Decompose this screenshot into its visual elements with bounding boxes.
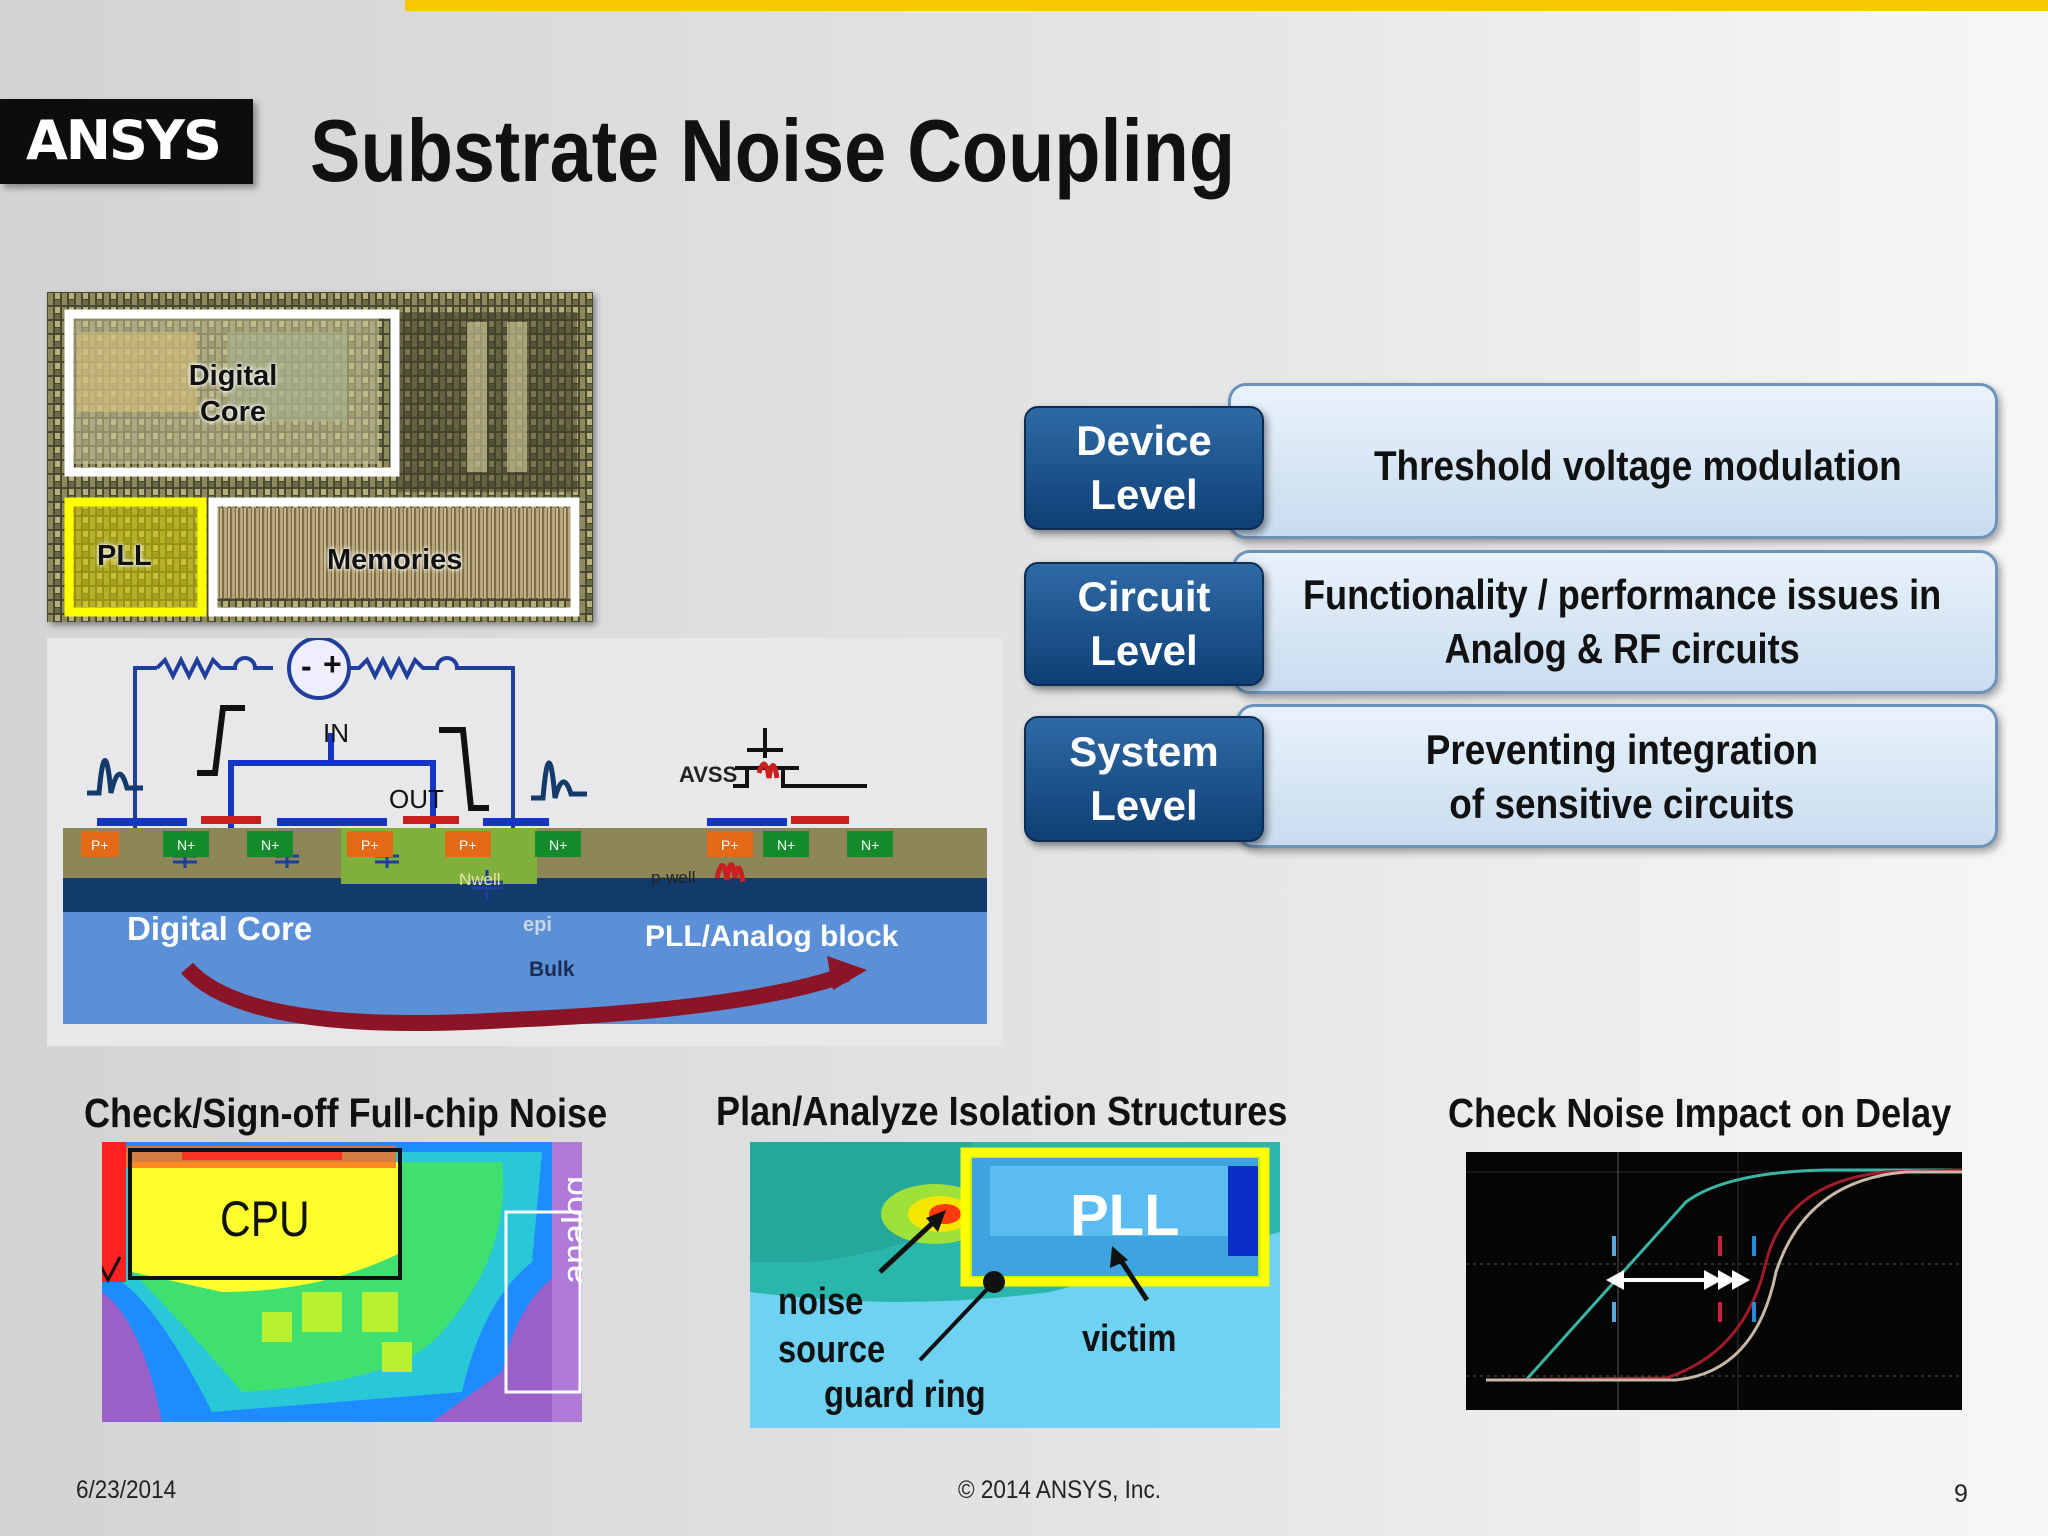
die-label-digital-core: Digital Core	[163, 358, 303, 430]
die-photo: Digital Core PLL Memories	[47, 292, 593, 622]
die-label-memories: Memories	[327, 544, 463, 576]
source-minus: -	[301, 648, 312, 684]
cross-section-graphic	[63, 636, 987, 1032]
diff-label-9: N+	[861, 837, 880, 853]
noise-source-label: noise source	[778, 1278, 885, 1374]
epi-label: epi	[523, 914, 552, 936]
die-label-digital: Digital	[188, 360, 278, 392]
guard-ring-label: guard ring	[824, 1374, 986, 1416]
diff-label-8: N+	[777, 837, 796, 853]
delay-plot-graphic	[1466, 1152, 1962, 1410]
bulk-label: Bulk	[529, 958, 575, 981]
circuit-level-box	[1232, 550, 1998, 694]
digital-core-region-label: Digital Core	[127, 910, 313, 947]
system-tab-line1: System	[1069, 728, 1219, 775]
circuit-desc-line2: Analog & RF circuits	[1444, 625, 1800, 672]
system-tab-line2: Level	[1090, 782, 1198, 829]
source-plus: +	[323, 646, 342, 682]
footer-date: 6/23/2014	[76, 1476, 177, 1504]
avss-label: AVSS	[679, 762, 738, 787]
substrate-cross-section: IN OUT - + AVSS P+ N+ N+ P+ P+ N+ P+ N+ …	[47, 636, 1003, 1046]
ansys-logo: ANSYS	[0, 99, 253, 184]
device-level-box	[1228, 383, 1998, 539]
circuit-tab-line2: Level	[1090, 627, 1198, 674]
cpu-label: CPU	[220, 1191, 310, 1247]
out-label: OUT	[389, 784, 444, 814]
diff-label-4: P+	[361, 837, 379, 853]
circuit-level-desc: Functionality / performance issues in Ana…	[1264, 562, 1980, 682]
top-accent-bar	[405, 0, 2048, 11]
footer-copyright: © 2014 ANSYS, Inc.	[958, 1476, 1161, 1504]
diff-label-6: N+	[549, 837, 568, 853]
system-level-box	[1236, 704, 1998, 848]
analog-label: analog	[554, 1175, 582, 1284]
circuit-tab-line1: Circuit	[1077, 573, 1211, 620]
device-desc-line1: Threshold voltage modulation	[1374, 442, 1902, 489]
system-desc-line1: Preventing integration	[1425, 726, 1819, 773]
diff-label-3: N+	[261, 837, 280, 853]
in-label: IN	[323, 718, 349, 748]
die-label-core: Core	[199, 396, 267, 428]
logo-text: ANSYS	[26, 109, 222, 172]
nwell-label: Nwell	[459, 870, 501, 889]
noise-source-line1: noise	[778, 1281, 864, 1323]
device-level-desc: Threshold voltage modulation	[1300, 406, 1976, 526]
noise-map: CPU analog	[102, 1142, 582, 1422]
noise-map-caption: Check/Sign-off Full-chip Noise	[84, 1090, 608, 1136]
diff-label-2: N+	[177, 837, 196, 853]
isolation-map-graphic	[750, 1142, 1280, 1428]
delay-plot	[1466, 1152, 1962, 1410]
noise-map-graphic	[102, 1142, 582, 1422]
page-title: Substrate Noise Coupling	[310, 101, 1236, 200]
system-level-desc: Preventing integration of sensitive circu…	[1264, 716, 1980, 838]
circuit-desc-line1: Functionality / performance issues in	[1302, 571, 1942, 618]
isolation-caption: Plan/Analyze Isolation Structures	[716, 1088, 1288, 1134]
die-label-pll: PLL	[97, 540, 152, 572]
diff-label-7: P+	[721, 837, 739, 853]
device-tab-line1: Device	[1076, 417, 1212, 464]
isolation-pll-label: PLL	[1070, 1183, 1180, 1248]
diff-label-5: P+	[459, 837, 477, 853]
noise-source-line2: source	[778, 1329, 886, 1371]
device-tab-line2: Level	[1090, 471, 1198, 518]
diff-label-1: P+	[91, 837, 109, 853]
die-photo-graphic	[47, 292, 593, 622]
victim-label: victim	[1082, 1318, 1177, 1360]
system-desc-line2: of sensitive circuits	[1449, 780, 1795, 827]
pwell-label: p-well	[651, 868, 696, 887]
page-number: 9	[1954, 1480, 1968, 1508]
isolation-map: PLL noise source victim guard ring	[750, 1142, 1280, 1428]
delay-caption: Check Noise Impact on Delay	[1448, 1090, 1952, 1136]
pll-analog-region-label: PLL/Analog block	[645, 920, 899, 953]
